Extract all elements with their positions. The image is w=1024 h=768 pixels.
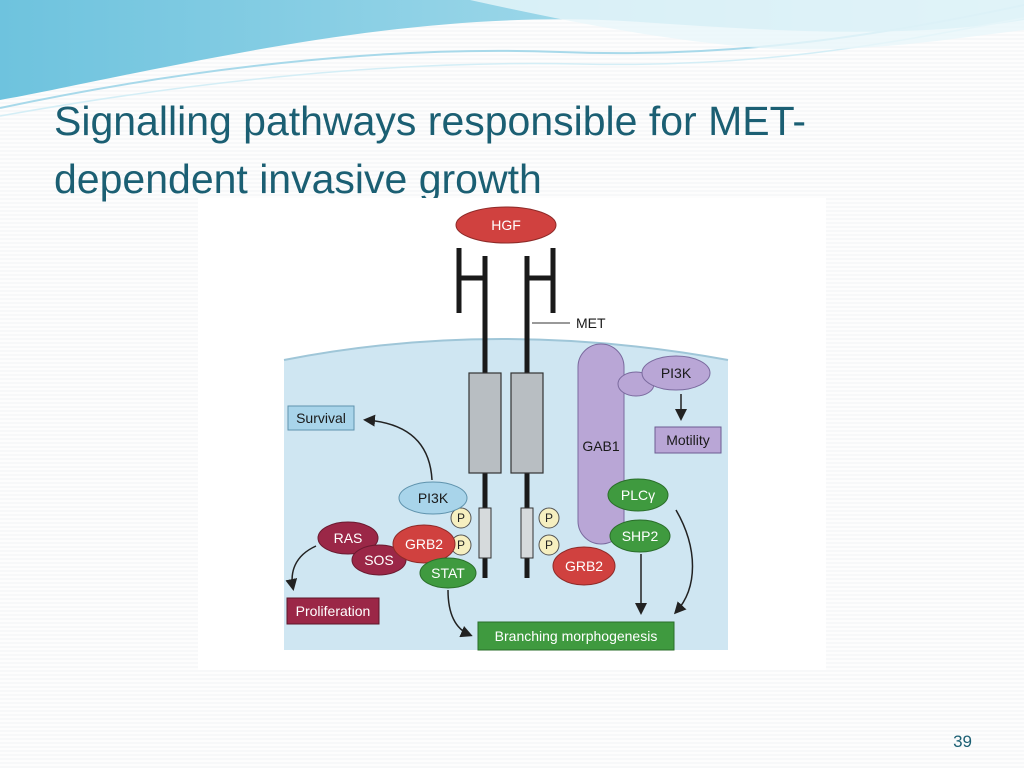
survival-outcome [287,405,355,431]
grb2-right-node [552,546,616,586]
branching-morphogenesis-outcome [477,621,675,651]
svg-text:P: P [545,511,553,525]
svg-text:P: P [457,511,465,525]
grb2-left-node [392,524,456,564]
stat-label: STAT [431,565,465,581]
hgf-label: HGF [491,217,521,233]
branching-morphogenesis-label: Branching morphogenesis [495,628,658,644]
met-receptor-right-chain [510,248,556,578]
met-receptor-left-chain [456,248,502,578]
proliferation-label: Proliferation [296,603,371,619]
survival-label: Survival [296,410,346,426]
ras-node [317,521,379,555]
stat-node [419,557,477,589]
ras-label: RAS [334,530,363,546]
svg-text:P: P [545,538,553,552]
pi3k-left-label: PI3K [418,490,449,506]
met-signalling-diagram: HGF MET P [198,198,826,670]
motility-label: Motility [666,432,710,448]
grb2-left-label: GRB2 [405,536,443,552]
phospho-site-right-1: P [538,507,560,529]
page-number: 39 [953,732,972,751]
shp2-node [609,519,671,553]
hgf-node [455,206,557,244]
motility-outcome [654,426,722,454]
slide-title: Signalling pathways responsible for MET-… [54,92,954,208]
pi3k-left-node [398,481,468,515]
plcg-label: PLCγ [621,487,655,503]
slide-title-line-1: Signalling pathways responsible for MET- [54,98,807,144]
header-wave-decoration [0,0,1024,117]
proliferation-outcome [286,597,380,625]
grb2-right-label: GRB2 [565,558,603,574]
met-label: MET [576,315,606,331]
cell-membrane [283,338,729,361]
shp2-label: SHP2 [622,528,659,544]
gab1-label: GAB1 [582,438,620,454]
pi3k-right-label: PI3K [661,365,692,381]
pi3k-right-node [641,355,711,391]
slide-title-line-2: dependent invasive growth [54,156,542,202]
svg-text:P: P [457,538,465,552]
sos-label: SOS [364,552,394,568]
phospho-site-right-2: P [538,534,560,556]
phospho-site-left-1: P [450,507,472,529]
diagram-svg: HGF MET P [198,206,826,670]
plcg-node [607,478,669,512]
